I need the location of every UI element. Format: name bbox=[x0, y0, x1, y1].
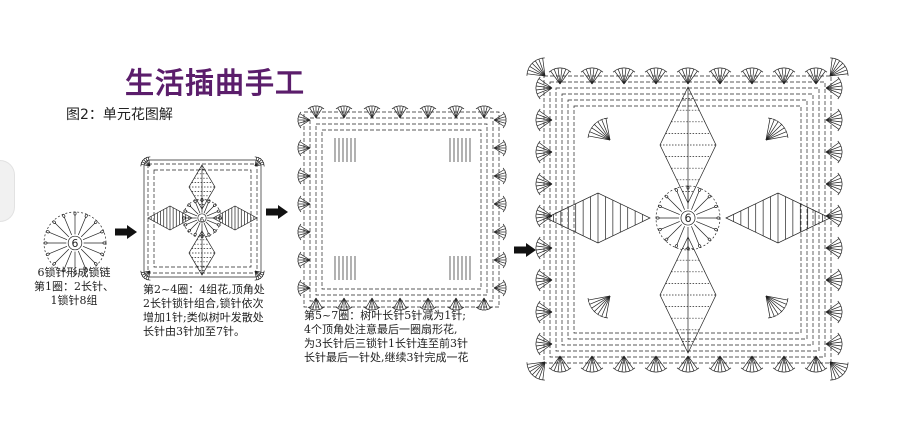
step3-caption: 第5~7圈：树叶长针5针减为1针; 4个顶角处注意最后一圈扇形花, 为3长针后三… bbox=[304, 309, 469, 365]
arrow-3 bbox=[514, 243, 536, 257]
diagram-subtitle: 图2：单元花图解 bbox=[66, 107, 173, 123]
step2-motif: 6 bbox=[140, 156, 265, 281]
step1-caption-line: 1锁针8组 bbox=[50, 294, 98, 307]
step2-caption-line: 增加1针;类似树叶发散处 bbox=[143, 311, 264, 324]
step1-center-label: 6 bbox=[72, 237, 79, 250]
step3-caption-line: 长针最后一针处,继续3针完成一花 bbox=[304, 351, 469, 364]
step2-caption-line: 第2~4圈：4组花,顶角处 bbox=[143, 283, 265, 296]
arrow-2 bbox=[266, 205, 288, 219]
step2-caption: 第2~4圈：4组花,顶角处 2长针锁针组合,锁针依次 增加1针;类似树叶发散处 … bbox=[143, 283, 265, 339]
step1-caption-line: 6锁针形成锁链 bbox=[37, 266, 111, 279]
step3-caption-line: 为3长针后三锁针1长针连至前3针 bbox=[304, 337, 468, 350]
step2-caption-line: 2长针锁针组合,锁针依次 bbox=[143, 297, 264, 310]
step3-caption-line: 4个顶角处注意最后一圈扇形花, bbox=[304, 323, 458, 336]
step2-caption-line: 长针由3针加至7针。 bbox=[143, 325, 245, 338]
page-title: 生活插曲手工 bbox=[125, 66, 306, 100]
step1-caption: 6锁针形成锁链 第1圈：2长针、 1锁针8组 bbox=[34, 266, 114, 308]
step2-center-label: 6 bbox=[200, 216, 204, 224]
arrow-1 bbox=[115, 225, 137, 239]
step4-motif: 6 bbox=[526, 57, 849, 381]
step3-caption-line: 第5~7圈：树叶长针5针减为1针; bbox=[304, 309, 466, 322]
step1-motif: 6 bbox=[43, 211, 107, 275]
step1-caption-line: 第1圈：2长针、 bbox=[34, 280, 114, 293]
step4-center-label: 6 bbox=[684, 212, 691, 225]
step3-motif bbox=[297, 105, 507, 311]
